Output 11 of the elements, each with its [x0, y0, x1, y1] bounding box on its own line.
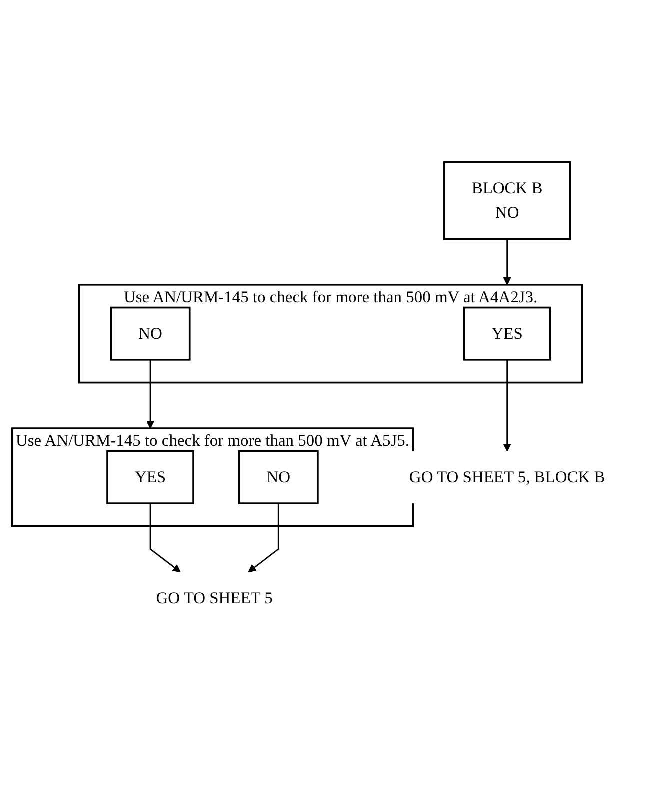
node-box: YES [463, 306, 552, 361]
node-text: GO TO SHEET 5 [156, 588, 273, 607]
arrow [150, 503, 181, 572]
arrow [146, 360, 155, 429]
arrow [503, 238, 512, 285]
node-box: NO [110, 306, 191, 361]
node-box: YES [106, 450, 194, 504]
node-box: NO [238, 450, 319, 504]
arrow [503, 360, 512, 452]
arrow [248, 503, 280, 572]
node-box: BLOCK B NO [444, 161, 572, 240]
